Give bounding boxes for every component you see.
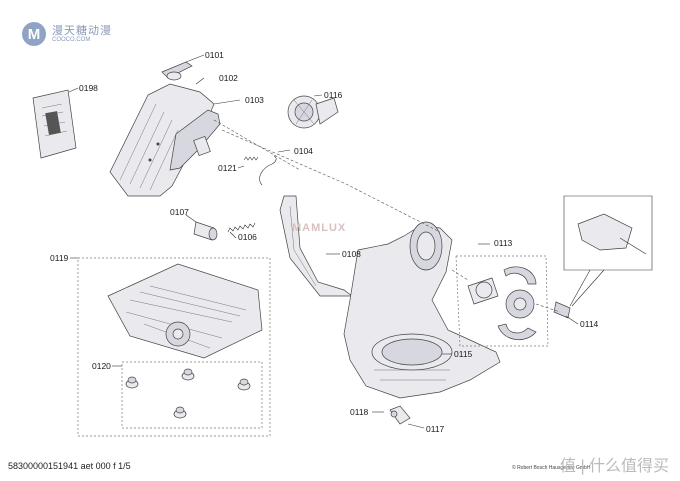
part-0104-clip xyxy=(259,149,291,186)
logo-site-name: 漫天糖动漫 xyxy=(52,24,112,37)
label-0118: 0118 xyxy=(350,407,369,417)
label-0121: 0121 xyxy=(218,163,237,173)
assembly-guide xyxy=(221,129,441,233)
site-logo: M 漫天糖动漫 COOCO.COM xyxy=(22,22,112,46)
label-0104: 0104 xyxy=(294,146,313,156)
center-watermark: MAMLUX xyxy=(292,222,347,234)
part-0198-manual xyxy=(32,87,79,159)
document-number: 5830000015194 xyxy=(8,461,74,471)
logo-mark-icon: M xyxy=(22,22,46,46)
part-0115-main-housing xyxy=(343,221,501,399)
foot xyxy=(237,378,251,391)
label-0115: 0115 xyxy=(454,349,473,359)
part-0119-base-plate xyxy=(70,257,271,437)
label-0114: 0114 xyxy=(580,319,599,329)
foot xyxy=(181,368,195,381)
foot xyxy=(173,406,187,419)
part-0103-gear-frame xyxy=(169,99,301,171)
label-0101: 0101 xyxy=(205,50,224,60)
label-0113: 0113 xyxy=(494,238,513,248)
logo-site-domain: COOCO.COM xyxy=(52,36,91,43)
document-suffix: 1 aet 000 f 1/5 xyxy=(73,461,131,471)
part-0116-motor xyxy=(287,94,339,129)
label-0107: 0107 xyxy=(170,207,189,217)
part-0107-roller xyxy=(185,214,218,241)
label-0119: 0119 xyxy=(50,253,69,263)
label-0103: 0103 xyxy=(245,95,264,105)
copyright-notice: © Robert Bosch Hausgeräte GmbH xyxy=(512,465,591,471)
zhihu-watermark: 值 | 什么值得买 xyxy=(560,458,670,475)
part-0117-0118-clip xyxy=(372,405,425,429)
label-0106: 0106 xyxy=(238,232,257,242)
label-0116: 0116 xyxy=(324,90,343,100)
label-0108: 0108 xyxy=(342,249,361,259)
foot xyxy=(125,376,139,389)
part-0108-lever xyxy=(279,195,354,297)
assembly-guide xyxy=(535,303,561,313)
label-0117: 0117 xyxy=(426,424,445,434)
assembly-guide xyxy=(451,269,469,281)
part-0113-gear-assembly xyxy=(455,243,549,347)
part-0106-spring xyxy=(227,222,256,239)
part-0101-knob xyxy=(161,54,205,81)
part-0114-detail-inset xyxy=(553,195,653,325)
part-0121-spring xyxy=(237,156,259,169)
part-0120-feet xyxy=(112,361,263,429)
label-0102: 0102 xyxy=(219,73,238,83)
label-0198: 0198 xyxy=(79,83,98,93)
document-id: 58300000151941 aet 000 f 1/5 xyxy=(8,461,131,471)
label-0120: 0120 xyxy=(92,361,111,371)
